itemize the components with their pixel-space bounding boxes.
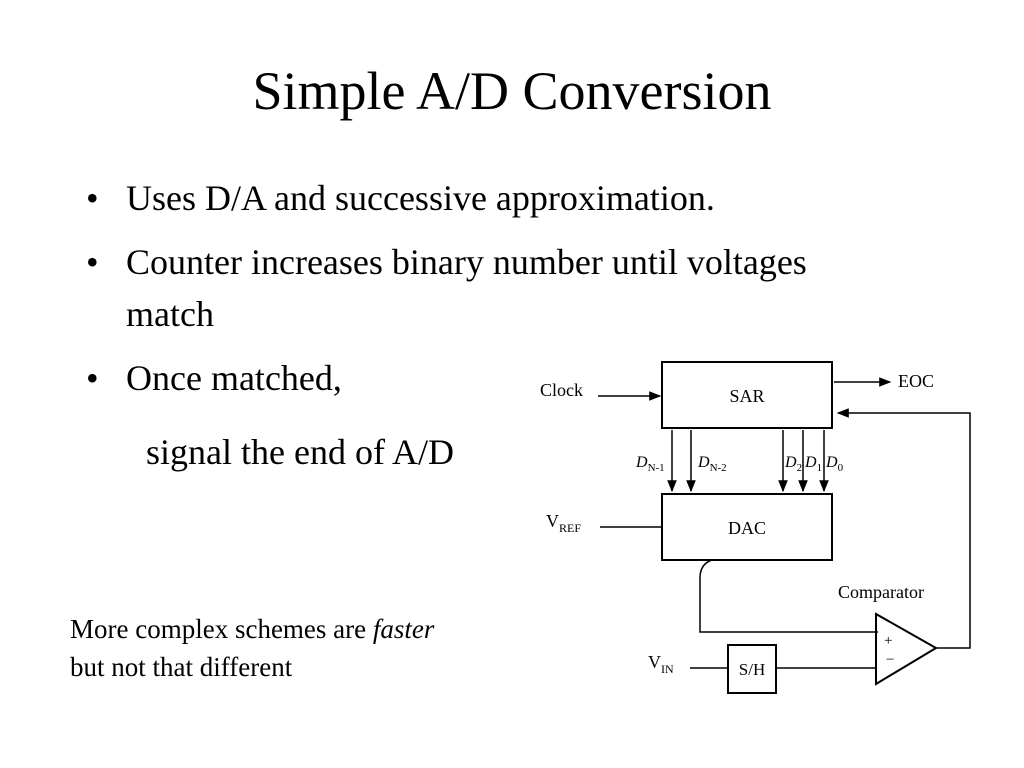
vin-label: VIN [648, 652, 674, 676]
bullet-dot: • [86, 358, 99, 398]
sample-hold-label: S/H [739, 660, 765, 679]
dac-label: DAC [728, 518, 766, 538]
bullet-item: • Once matched, [84, 352, 884, 404]
bit-label: D0 [825, 454, 844, 474]
bullet-item: • Counter increases binary number until … [84, 236, 884, 340]
footnote: More complex schemes are faster but not … [70, 610, 434, 686]
comparator-minus: − [886, 652, 894, 668]
feedback-line [836, 408, 971, 649]
footnote-prefix: More complex schemes are [70, 614, 373, 644]
bullet-dot: • [86, 242, 99, 282]
comparator-triangle [875, 612, 938, 686]
clock-label: Clock [540, 380, 583, 400]
comparator-plus: + [884, 633, 892, 649]
eoc-label: EOC [898, 371, 934, 391]
bit-label: DN-1 [635, 454, 665, 474]
bullet-text: Counter increases binary number until vo… [126, 242, 807, 334]
footnote-line2: but not that different [70, 652, 293, 682]
sample-hold-block [727, 644, 777, 694]
bullet-text: Uses D/A and successive approximation. [126, 178, 715, 218]
comparator-label: Comparator [838, 582, 924, 602]
bit-label: D2 [784, 454, 802, 474]
bit-label: D1 [804, 454, 822, 474]
bullet-dot: • [86, 178, 99, 218]
bullet-list: • Uses D/A and successive approximation.… [84, 172, 884, 416]
bit-label: DN-2 [697, 454, 727, 474]
sar-label: SAR [729, 386, 764, 406]
footnote-emphasis: faster [372, 614, 435, 644]
bullet-item: • Uses D/A and successive approximation. [84, 172, 884, 224]
indented-line: signal the end of A/D [146, 432, 454, 472]
dac-output-line [699, 559, 878, 633]
bullet-text: Once matched, [126, 358, 342, 398]
vref-label: VREF [546, 511, 581, 535]
slide-title: Simple A/D Conversion [252, 61, 772, 121]
sar-block [661, 361, 833, 429]
